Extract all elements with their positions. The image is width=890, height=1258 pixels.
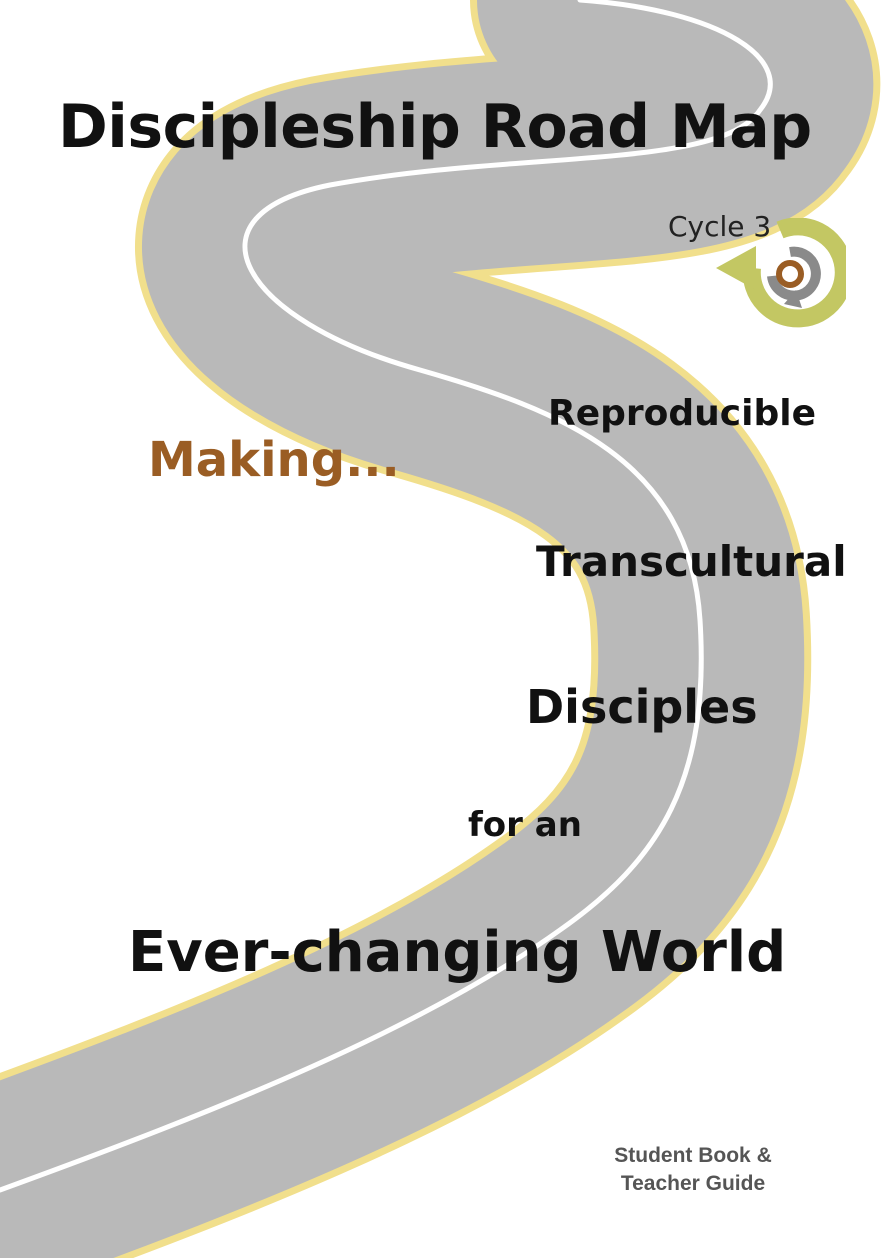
cover-title: Discipleship Road Map — [58, 92, 812, 162]
making-text: Making... — [148, 432, 400, 488]
word-for-an: for an — [468, 805, 582, 845]
footer-line-1: Student Book & — [614, 1144, 772, 1167]
road-center-line — [0, 0, 770, 1190]
word-disciples: Disciples — [526, 680, 758, 734]
word-ever-changing-world: Ever-changing World — [128, 920, 787, 985]
book-type-note: Student Book & Teacher Guide — [598, 1142, 788, 1198]
cycle-arrows-icon — [716, 218, 846, 328]
word-transcultural: Transcultural — [536, 537, 847, 586]
word-reproducible: Reproducible — [548, 393, 816, 434]
cycle-label: Cycle 3 — [668, 210, 772, 243]
footer-line-2: Teacher Guide — [620, 1172, 766, 1195]
